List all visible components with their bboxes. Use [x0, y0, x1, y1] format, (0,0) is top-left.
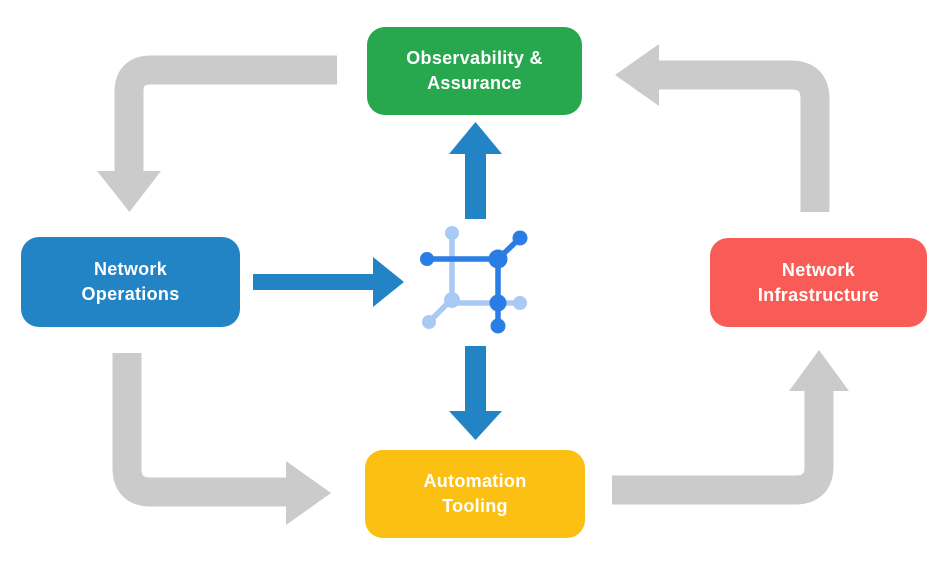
node-network-operations-label: Network Operations: [81, 259, 180, 304]
arrow-center-to-automation: [449, 346, 502, 440]
node-observability-assurance-label: Observability & Assurance: [406, 48, 543, 93]
arrow-observability-to-operations: [97, 55, 337, 212]
arrow-operations-to-center: [253, 257, 404, 307]
node-network-infrastructure: Network Infrastructure: [710, 238, 927, 327]
node-automation-tooling-label: Automation Tooling: [423, 471, 527, 516]
arrow-center-to-observability: [449, 122, 502, 219]
network-automation-icon: [420, 226, 528, 334]
arrow-operations-to-automation: [112, 353, 331, 525]
node-network-infrastructure-label: Network Infrastructure: [757, 259, 880, 305]
arrow-automation-to-infrastructure: [612, 350, 849, 505]
node-automation-tooling: Automation Tooling: [365, 450, 585, 538]
arrow-infrastructure-to-observability: [615, 44, 830, 212]
node-observability-assurance: Observability & Assurance: [367, 27, 582, 115]
node-network-operations: Network Operations: [21, 237, 240, 327]
